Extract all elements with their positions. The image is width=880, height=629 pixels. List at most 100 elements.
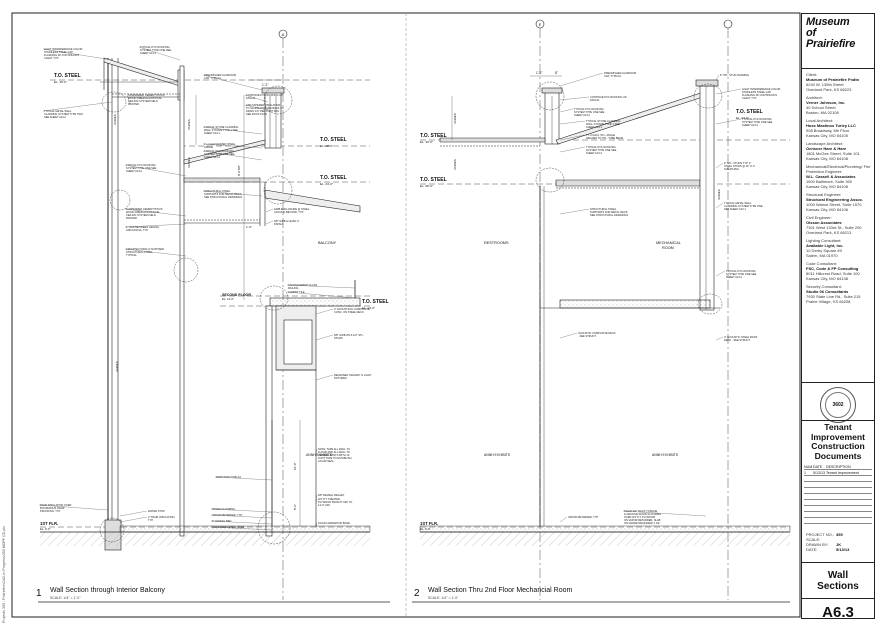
dim-text: 8'-0" bbox=[293, 504, 297, 510]
revision-header: NUM DATE DESCRIPTION bbox=[804, 464, 872, 470]
consultant-address: Boston, MA 02108 bbox=[806, 110, 839, 115]
consultant-role: Structural Engineer: bbox=[806, 192, 842, 197]
leader-line bbox=[559, 516, 568, 523]
meta-value: JK bbox=[836, 542, 842, 547]
level-elev: EL. 24'-0" bbox=[736, 116, 749, 120]
level-elev: EL. 24'-0" bbox=[320, 182, 333, 186]
consultant-address: Kansas City, MO 64108 bbox=[806, 184, 848, 189]
consultant-role: Mechanical/Electrical/Plumbing/ Fire Pro… bbox=[806, 164, 871, 174]
leader-line bbox=[715, 336, 724, 341]
leader-line bbox=[202, 74, 263, 91]
consultant-role: Security Consultant: bbox=[806, 284, 842, 289]
leader-line bbox=[124, 164, 187, 177]
section-2-text: E T.O. STEEL EL. 33'-0" T.O. STEEL EL. 2… bbox=[420, 22, 763, 531]
consultant-address: 1000 Walnut Street, Suite 1570 bbox=[806, 202, 862, 207]
annotation-note: STONE FLOORING bbox=[212, 507, 235, 511]
rev-num: 1 bbox=[804, 470, 806, 475]
consultant-address: 7930 State Line Rd., Suite 215 bbox=[806, 294, 861, 299]
consultant-firm: Available Light, Inc. bbox=[806, 243, 844, 248]
leader-line bbox=[286, 284, 356, 289]
rev-desc: Tenant Improvement bbox=[826, 470, 859, 475]
dim-text: 8'-9 5/8" bbox=[237, 165, 241, 176]
leader-line bbox=[559, 72, 604, 87]
consultant-address: Kansas City, MO 64106 bbox=[806, 207, 848, 212]
meta-row: DATE: 5/13/13 bbox=[806, 547, 870, 552]
annotation-note: PARTITION TYPE A3 bbox=[216, 475, 241, 479]
title-block: Museum of Prairiefire Client:Museum of P… bbox=[801, 13, 875, 619]
divider bbox=[802, 68, 874, 69]
consultant-role: Civil Engineer: bbox=[806, 215, 832, 220]
level-elev: EL. 0'-0" bbox=[40, 527, 51, 531]
dim-text: 8" bbox=[555, 71, 558, 75]
drawing-name: Wall Section through Interior Balcony bbox=[50, 587, 165, 594]
revision-row-empty bbox=[804, 488, 872, 494]
leader-line bbox=[138, 46, 181, 61]
document-title-line: Improvement bbox=[811, 431, 865, 442]
consultant-address: Kansas City, MO 64105 bbox=[806, 133, 848, 138]
annotation-note: ACOUSTIC COMPOSITE DECK- SEE STRUCT. bbox=[578, 331, 616, 338]
dim-text: VARIES bbox=[115, 361, 119, 372]
leader-line bbox=[559, 208, 590, 215]
consultant-address: 1801 McGee Street, Suite 101 bbox=[806, 151, 860, 156]
dim-text: VARIES bbox=[187, 157, 191, 168]
meta-row: SCALE: bbox=[806, 537, 870, 542]
level-tag: T.O. STEEL bbox=[420, 133, 447, 139]
sheet-name-line: Wall bbox=[827, 570, 849, 581]
leader-line bbox=[202, 126, 263, 135]
logo-line: Museum bbox=[806, 16, 850, 28]
room-label: ROOM bbox=[662, 246, 674, 250]
grid-label-e: E bbox=[539, 22, 542, 27]
consultant-role: Lighting Consultant: bbox=[806, 238, 842, 243]
consultant-entry: Structural Engineer:Structural Engineeri… bbox=[806, 192, 872, 212]
consultant-address: 908 Broadway, 8th Floor bbox=[806, 128, 850, 133]
revision-table: NUM DATE DESCRIPTION 1 5/13/13 Tenant Im… bbox=[804, 464, 872, 524]
level-elev: EL. 28'-0" bbox=[320, 144, 333, 148]
consultant-firm: Studio 06 Consultants bbox=[806, 289, 849, 294]
consultant-firm: Structural Engineering Assoc. bbox=[806, 197, 864, 202]
level-elev: EL. 0'-0" bbox=[420, 527, 431, 531]
level-tag: T.O. STEEL bbox=[320, 175, 347, 181]
consultant-firm: Verner Johnson, Inc. bbox=[806, 100, 846, 105]
leader-line bbox=[119, 510, 148, 517]
consultant-address: 7301 West 133rd St., Suite 200 bbox=[806, 225, 862, 230]
revision-row-empty bbox=[804, 506, 872, 512]
leader-line bbox=[622, 510, 707, 517]
consultant-firm: Museum of Prairiefire Fndtn bbox=[806, 77, 860, 82]
leader-line bbox=[210, 520, 273, 525]
leader-line bbox=[124, 223, 187, 228]
meta-key: SCALE: bbox=[806, 537, 821, 542]
drawing-scale: SCALE: 1/4" = 1'-0" bbox=[428, 596, 459, 600]
annotation-note: VAPOR RETARDER, TYP. bbox=[568, 515, 599, 519]
seal-ring bbox=[825, 392, 851, 418]
consultant-entry: Architect:Verner Johnson, Inc.40 School … bbox=[806, 95, 872, 115]
consultant-entry: Local Architect:Hoss Mastinos Turley LLC… bbox=[806, 118, 872, 138]
consultant-entry: Code Consultant:FSC, Code & FP Consultin… bbox=[806, 261, 872, 281]
meta-key: PROJECT NO.: bbox=[806, 532, 834, 537]
consultant-role: Architect: bbox=[806, 95, 823, 100]
consultant-address: Kansas City, MO 64108 bbox=[806, 156, 848, 161]
consultant-role: Client: bbox=[806, 72, 818, 77]
leader-line bbox=[315, 494, 318, 501]
consultant-address: Prairie Village, KS 66208 bbox=[806, 299, 851, 304]
drawing-name: Wall Section Thru 2nd Floor Mechancial R… bbox=[428, 587, 573, 594]
annotation-note: SOLID HARDWOOD BASE bbox=[318, 521, 350, 525]
file-path: Projects 359 - Prairiefire\CAD-In Progre… bbox=[2, 525, 6, 623]
leader-line bbox=[315, 522, 318, 529]
dim-text: VARIES bbox=[113, 114, 117, 125]
